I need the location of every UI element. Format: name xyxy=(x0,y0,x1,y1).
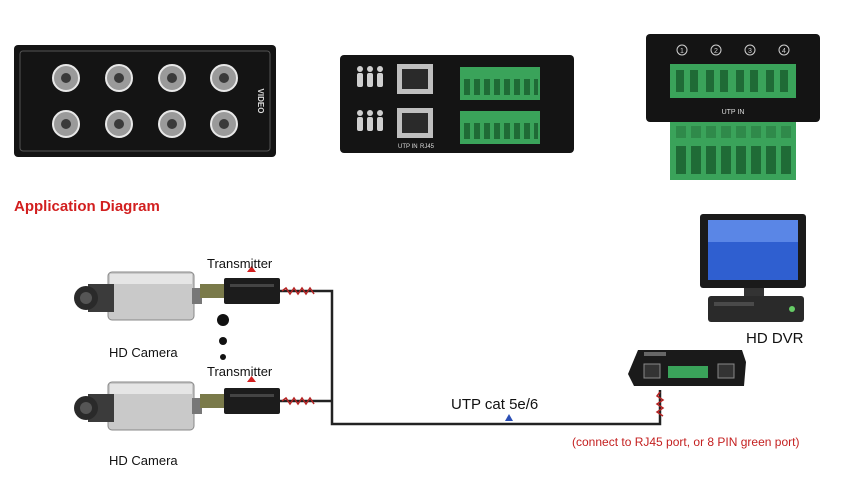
rj45-port-label-2: RJ45 xyxy=(420,144,435,150)
bnc-connectors xyxy=(52,64,238,138)
green-terminal-block xyxy=(460,67,540,144)
channel-4-label: 4 xyxy=(782,48,786,55)
bnc-side-label: VIDEO xyxy=(256,89,265,114)
receiver-box xyxy=(628,350,746,386)
hd-camera-bottom xyxy=(74,381,202,431)
connection-note: (connect to RJ45 port, or 8 PIN green po… xyxy=(572,435,800,449)
diagram-title: Application Diagram xyxy=(14,198,160,215)
channel-1-label: 1 xyxy=(680,48,684,55)
camera-bottom-label: HD Camera xyxy=(109,453,178,468)
transmitter-bottom-label: Transmitter xyxy=(207,364,273,379)
dvr-label: HD DVR xyxy=(746,330,804,347)
hd-dvr xyxy=(700,214,806,322)
bnc-panel-image: VIDEO xyxy=(14,45,276,157)
terminal-closeup-image: 1 2 3 4 UTP IN xyxy=(646,34,820,180)
rj45-port xyxy=(397,64,433,138)
person-icon xyxy=(357,66,383,131)
rj45-port-label-1: UTP IN xyxy=(398,144,418,150)
transmitter-top-label: Transmitter xyxy=(207,256,273,271)
transmitter-bottom xyxy=(200,388,280,414)
camera-top-label: HD Camera xyxy=(109,345,178,360)
transmitter-top xyxy=(200,278,280,304)
cable-label: UTP cat 5e/6 xyxy=(451,396,539,413)
channel-2-label: 2 xyxy=(714,48,718,55)
hd-camera-top xyxy=(74,271,202,321)
channel-3-label: 3 xyxy=(748,48,752,55)
terminal-label: UTP IN xyxy=(722,109,745,116)
rj45-panel-image: UTP IN RJ45 xyxy=(340,55,574,153)
